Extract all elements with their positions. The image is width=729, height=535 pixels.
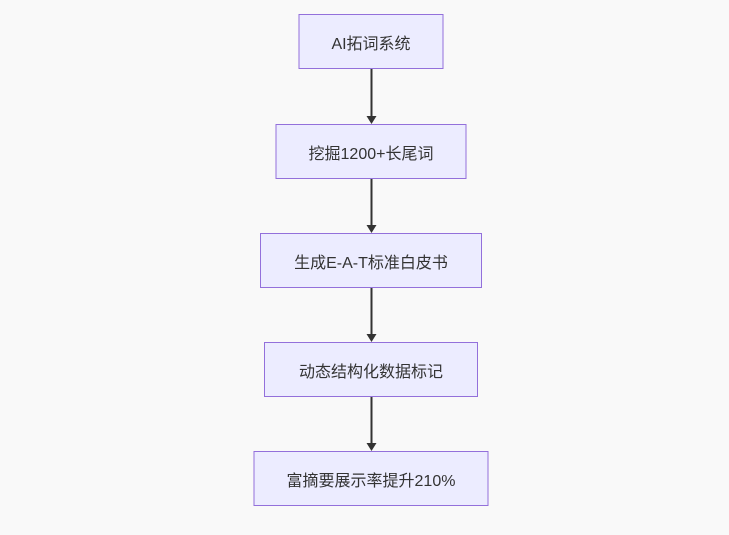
flow-arrow-1 — [366, 69, 377, 124]
flow-node-rich-snippet-result: 富摘要展示率提升210% — [253, 451, 489, 506]
flow-node-structured-data: 动态结构化数据标记 — [264, 342, 478, 397]
arrow-line — [370, 397, 372, 443]
flow-arrow-4 — [366, 397, 377, 451]
arrowhead-down-icon — [366, 443, 376, 451]
arrow-line — [370, 69, 372, 116]
flow-node-longtail-mining: 挖掘1200+长尾词 — [275, 124, 467, 179]
arrowhead-down-icon — [366, 334, 376, 342]
arrow-line — [370, 179, 372, 225]
flow-arrow-3 — [366, 288, 377, 342]
flow-arrow-2 — [366, 179, 377, 233]
flow-node-label: 生成E-A-T标准白皮书 — [294, 254, 448, 272]
arrowhead-down-icon — [366, 116, 376, 124]
flow-node-label: 动态结构化数据标记 — [298, 363, 443, 381]
flow-node-label: AI拓词系统 — [331, 35, 411, 53]
flow-node-eat-whitepaper: 生成E-A-T标准白皮书 — [260, 233, 482, 288]
flow-node-label: 挖掘1200+长尾词 — [308, 145, 434, 163]
flow-node-label: 富摘要展示率提升210% — [286, 472, 456, 490]
arrow-line — [370, 288, 372, 334]
flow-node-ai-word-system: AI拓词系统 — [298, 14, 444, 69]
arrowhead-down-icon — [366, 225, 376, 233]
